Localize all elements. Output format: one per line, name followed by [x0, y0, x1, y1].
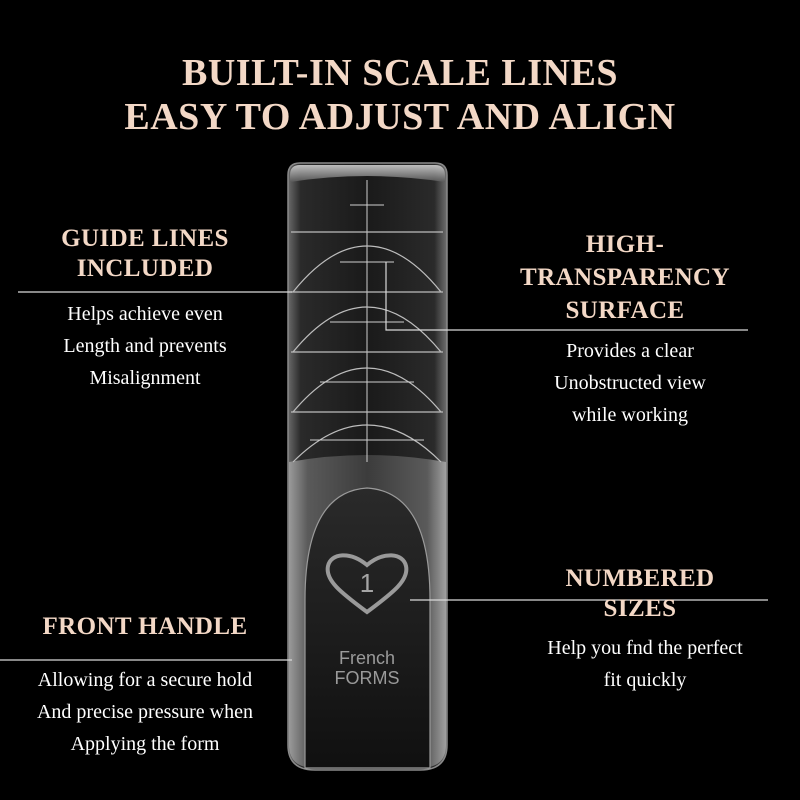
front-handle-text-3: Applying the form [70, 733, 220, 755]
form-handle [304, 487, 431, 769]
heart-icon [325, 553, 409, 615]
guide-lines-description: Helps achieve even Length and prevents M… [20, 298, 270, 394]
numbered-sizes-text-1: Help you fnd the perfect [547, 637, 743, 659]
transparency-text-1: Provides a clear [566, 340, 694, 362]
numbered-sizes-text-2: fit quickly [603, 669, 687, 691]
form-top-cap [290, 165, 445, 182]
guide-lines-heading-line2: INCLUDED [76, 255, 214, 282]
guide-lines-text-2: Length and prevents [63, 335, 227, 357]
guide-lines-heading-line1: GUIDE LINES [61, 225, 229, 252]
numbered-sizes-heading-line1: NUMBERED [565, 565, 715, 592]
transparency-heading-line3: SURFACE [565, 297, 685, 324]
transparency-heading-line1: HIGH- [585, 231, 665, 258]
front-handle-text-1: Allowing for a secure hold [37, 669, 253, 691]
size-number: 1 [359, 568, 375, 598]
guide-lines [291, 231, 443, 463]
front-handle-heading: FRONT HANDLE [42, 613, 248, 640]
transparency-text-3: while working [571, 404, 689, 426]
front-handle-description: Allowing for a secure hold And precise p… [0, 664, 290, 760]
guide-lines-text-3: Misalignment [89, 367, 201, 389]
guide-lines-heading: GUIDE LINES INCLUDED [30, 224, 260, 284]
transparency-heading: HIGH- TRANSPARENCY SURFACE [500, 228, 750, 327]
guide-lines-text-1: Helps achieve even [67, 303, 223, 325]
numbered-sizes-description: Help you fnd the perfect fit quickly [505, 632, 785, 696]
front-handle-text-2: And precise pressure when [36, 701, 254, 723]
brand-name-line1: French [338, 648, 396, 668]
numbered-sizes-heading-line2: SIZES [603, 595, 677, 622]
transparency-text-2: Unobstructed view [554, 372, 706, 394]
page-title-line2: EASY TO ADJUST AND ALIGN [124, 96, 676, 138]
transparency-description: Provides a clear Unobstructed view while… [510, 335, 750, 431]
brand-name-line2: FORMS [334, 668, 400, 688]
callout-lines [0, 262, 768, 661]
numbered-sizes-heading: NUMBERED SIZES [520, 564, 760, 624]
page-title-line1: BUILT-IN SCALE LINES [182, 52, 618, 94]
transparency-heading-line2: TRANSPARENCY [520, 264, 730, 291]
